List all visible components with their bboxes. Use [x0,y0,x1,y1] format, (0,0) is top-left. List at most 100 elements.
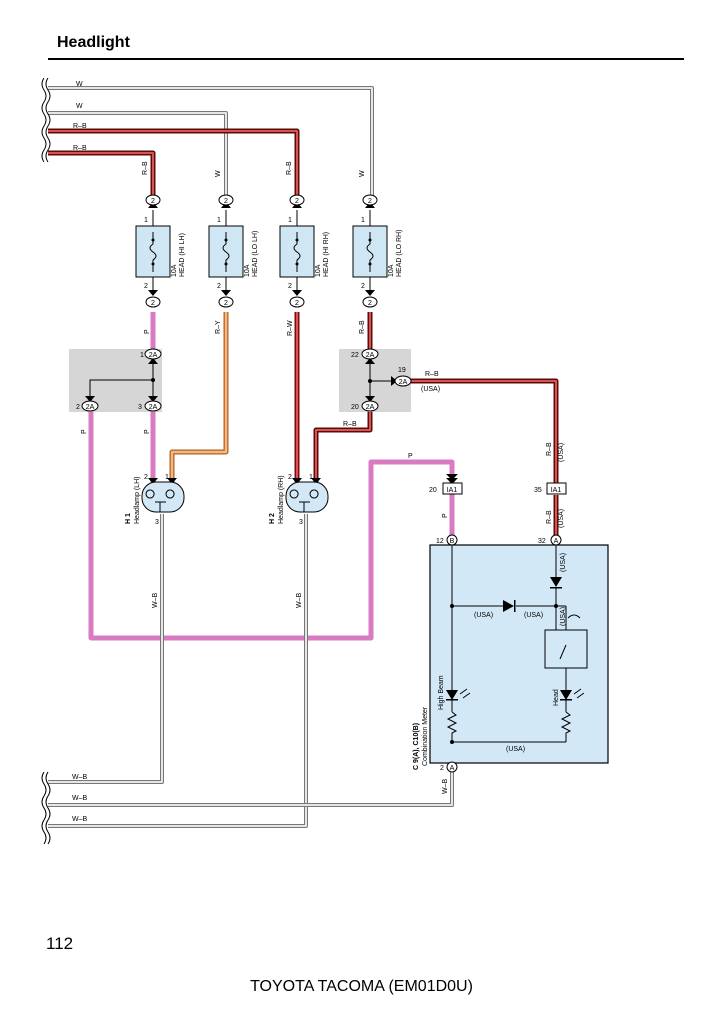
usa-label: (USA) [421,386,440,393]
wire-label-top: R–B [73,123,87,130]
wire-label-p: P [144,429,151,434]
wire-w-1 [48,86,374,196]
svg-text:(USA): (USA) [474,612,493,619]
svg-text:High Beam: High Beam [438,675,445,710]
svg-text:A: A [450,765,455,772]
fuse-name: HEAD (HI RH) [323,232,330,277]
junction-right: 2A 22 2A 20 2A 19 [351,348,412,412]
combination-meter-box [429,544,609,764]
fuse-conn-label: 2 [368,300,372,307]
wire-label-p: P [442,513,449,518]
wire-label-rw: R–W [287,320,294,336]
fuse-pin-top: 1 [361,217,365,224]
fuse-amp: 10A [244,264,251,277]
fuse-pin-bot: 2 [361,283,365,290]
wire-ry [169,312,229,482]
fuse-amp: 10A [315,264,322,277]
svg-text:2A: 2A [366,404,375,411]
svg-text:3: 3 [138,404,142,411]
headlamp-lh: 2 1 3 H 1 Headlamp (LH) [125,474,185,526]
svg-text:Combination Meter: Combination Meter [422,706,429,766]
svg-text:3: 3 [155,519,159,526]
svg-text:IA1: IA1 [447,487,458,494]
svg-text:2: 2 [288,474,292,481]
fuse-pin-bot: 2 [288,283,292,290]
fuse-conn-label: 2 [295,198,299,205]
svg-text:(USA): (USA) [506,746,525,753]
fuse-name: HEAD (LO RH) [396,230,403,277]
svg-text:Head: Head [553,689,560,706]
wire-label-wb: W–B [152,593,159,609]
wire-wb-meter [48,772,454,807]
page-number: 112 [46,934,74,953]
svg-text:Headlamp (RH): Headlamp (RH) [278,475,285,524]
wire-label-ry: R–Y [215,320,222,334]
wire-wb-h1 [48,514,164,784]
svg-text:2A: 2A [366,352,375,359]
svg-text:35: 35 [534,487,542,494]
svg-text:3: 3 [299,519,303,526]
title-rule [48,58,684,60]
wire-label-p: P [408,453,413,460]
fuse-pin-top: 1 [217,217,221,224]
wire-rb-1 [48,128,300,196]
usa-label: (USA) [558,509,565,528]
fuse-wire-label: R–B [142,161,149,175]
page-title: Headlight [57,34,130,51]
fuse-conn-label: 2 [151,198,155,205]
fuse-conn-label: 2 [224,198,228,205]
fuse-conn-label: 2 [224,300,228,307]
fuse-conn-label: 2 [295,300,299,307]
svg-text:1: 1 [140,352,144,359]
svg-text:A: A [554,538,559,545]
svg-text:20: 20 [429,487,437,494]
svg-text:2: 2 [440,765,444,772]
fuse-name: HEAD (HI LH) [179,233,186,277]
fuse-pin-bot: 2 [144,283,148,290]
wire-label-wb: W–B [296,593,303,609]
headlamp-rh: 2 1 3 H 2 Headlamp (RH) [269,474,329,526]
svg-text:2A: 2A [86,404,95,411]
wire-label-bottom: W–B [72,816,88,823]
wire-label-p: P [81,429,88,434]
svg-text:19: 19 [398,367,406,374]
fuse-pin-top: 1 [144,217,148,224]
svg-text:Headlamp (LH): Headlamp (LH) [134,477,141,524]
wire-label-top: R–B [73,145,87,152]
svg-text:1: 1 [165,474,169,481]
fuse-wire-label: W [359,170,366,177]
svg-text:2A: 2A [149,352,158,359]
svg-text:1: 1 [309,474,313,481]
footer-title: TOYOTA TACOMA (EM01D0U) [250,978,473,995]
fuse-name: HEAD (LO LH) [252,231,259,277]
svg-text:C 9(A), C10(B): C 9(A), C10(B) [413,723,420,770]
svg-text:20: 20 [351,404,359,411]
wire-label-rb: R–B [546,510,553,524]
svg-text:2A: 2A [149,404,158,411]
combination-meter: B 12 A 32 A 2 [413,534,588,773]
svg-text:2: 2 [76,404,80,411]
fuse-amp: 10A [388,264,395,277]
wire-label-rb: R–B [359,320,366,334]
fuse-wire-label: W [215,170,222,177]
junction-left: 2A 1 2A 3 2A 2 [76,348,162,412]
svg-text:(USA): (USA) [560,607,567,626]
fuse-conn-label: 2 [368,198,372,205]
wire-label-rb: R–B [546,442,553,456]
fuse-conn-label: 2 [151,300,155,307]
wire-rb-usa [411,378,559,483]
wire-label-rb: R–B [343,421,357,428]
wire-label-top: W [76,81,83,88]
wire-rb-2 [48,150,156,196]
fuse-amp: 10A [171,264,178,277]
svg-text:H 2: H 2 [269,513,276,524]
svg-text:(USA): (USA) [524,612,543,619]
fuse-pin-bot: 2 [217,283,221,290]
svg-text:2A: 2A [399,379,408,386]
svg-text:B: B [450,538,455,545]
